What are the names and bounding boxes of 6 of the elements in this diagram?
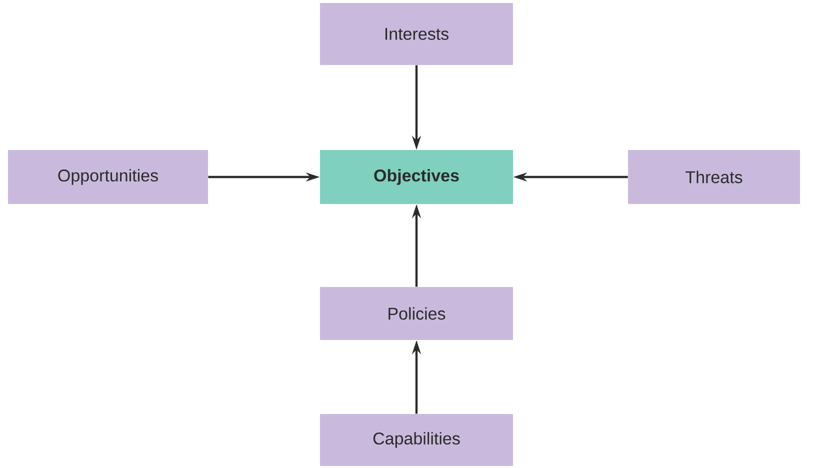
concept-box: Opportunities [8,150,208,204]
concept-box: Policies [320,287,513,340]
concept-box: Interests [320,3,513,65]
concept-box: Threats [628,150,800,204]
central-box: Objectives [320,150,513,204]
concept-box: Capabilities [320,414,513,466]
